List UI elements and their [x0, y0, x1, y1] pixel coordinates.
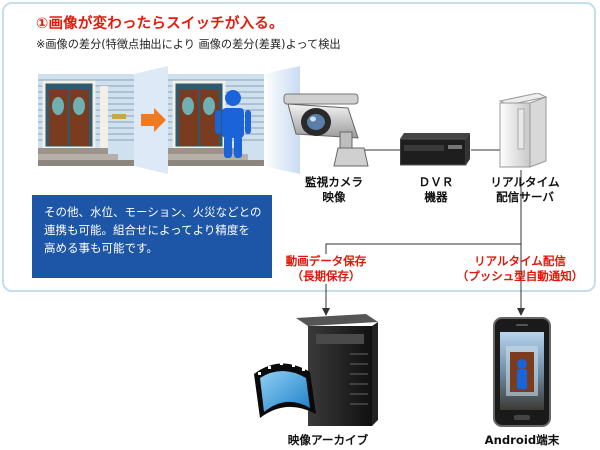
- page-title: ①画像が変わったらスイッチが入る。: [36, 16, 284, 32]
- server-label-line1: リアルタイム: [490, 175, 560, 189]
- realtime-branch-line1: リアルタイム配信: [474, 254, 566, 268]
- house-after-image: [168, 74, 264, 166]
- android-label: Android端末: [484, 433, 560, 447]
- dvr-label: ＤＶＲ 機器: [404, 175, 468, 205]
- archive-label: 映像アーカイブ: [287, 433, 369, 447]
- archive-branch-line1: 動画データ保存: [285, 254, 367, 268]
- info-line: 連携も可能。組合せによってより精度を: [44, 223, 250, 237]
- surveillance-camera-icon: [283, 93, 369, 167]
- info-box: その他、水位、モーション、火災などとの 連携も可能。組合せによってより精度を 高…: [32, 195, 272, 278]
- info-line: 高める事も可能です。: [44, 241, 158, 255]
- streaming-server-icon: [498, 93, 548, 168]
- camera-label-line2: 映像: [322, 190, 346, 204]
- realtime-branch-line2: （プッシュ型自動通知）: [456, 269, 584, 283]
- dvr-label-line1: ＤＶＲ: [418, 175, 454, 189]
- archive-branch-label: 動画データ保存 （長期保存）: [276, 254, 376, 284]
- diff-comparison-illustration: [38, 66, 300, 174]
- camera-label: 監視カメラ 映像: [294, 175, 374, 205]
- dvr-label-line2: 機器: [424, 190, 448, 204]
- realtime-branch-label: リアルタイム配信 （プッシュ型自動通知）: [440, 254, 600, 284]
- person-icon: [215, 90, 251, 158]
- dvr-device-icon: [400, 133, 470, 166]
- video-archive-icon: [254, 314, 378, 426]
- film-strip-icon: [254, 362, 316, 418]
- camera-label-line1: 監視カメラ: [305, 175, 363, 189]
- info-line: その他、水位、モーション、火災などとの: [44, 205, 262, 219]
- server-label-line2: 配信サーバ: [496, 190, 554, 204]
- archive-branch-line2: （長期保存）: [291, 269, 361, 283]
- page-subtitle: ※画像の差分(特徴点抽出により 画像の差分(差異)よって検出: [36, 38, 341, 51]
- server-label: リアルタイム 配信サーバ: [480, 175, 570, 205]
- android-phone-icon: [493, 317, 551, 427]
- change-arrow-icon: [141, 108, 166, 132]
- house-before-image: [38, 74, 134, 166]
